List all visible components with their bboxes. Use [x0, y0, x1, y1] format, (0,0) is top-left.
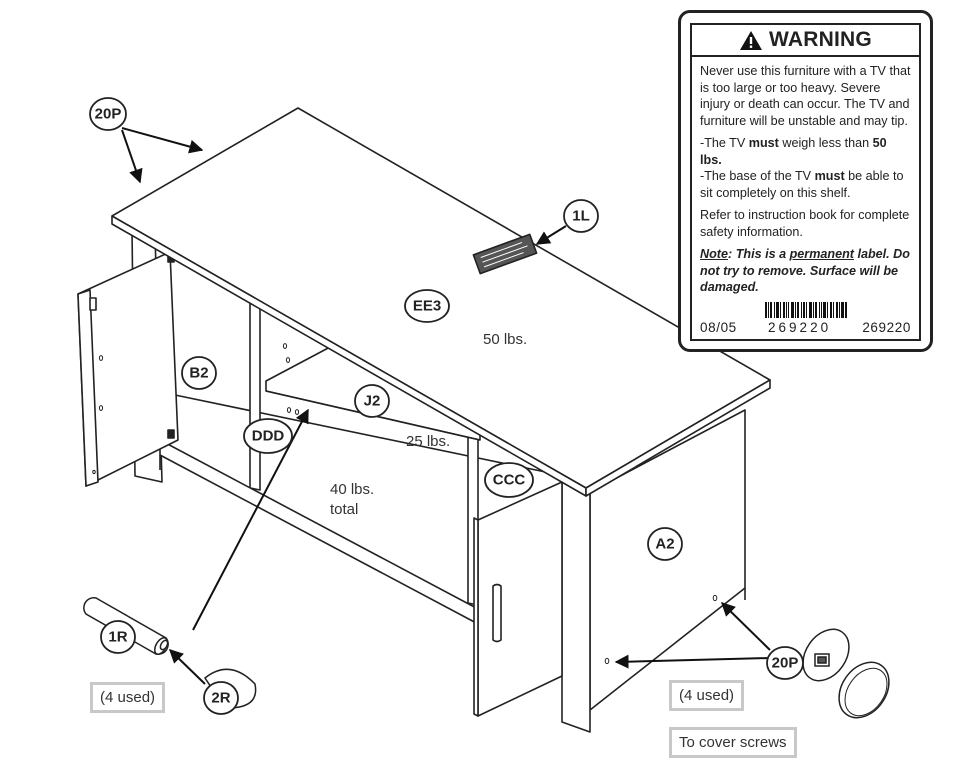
center-divider [249, 295, 261, 491]
warning-triangle-icon [740, 30, 763, 50]
warning-line1-weight: 50 lbs. [700, 136, 887, 167]
top-panel-side-edge [585, 379, 771, 497]
weight-shelf: 25 lbs. [406, 433, 450, 450]
warning-paragraph-2: -The TV must weigh less than 50 lbs. -Th… [700, 135, 911, 201]
label-ccc: CCC [493, 472, 526, 489]
callout-20p-top-shape [89, 97, 127, 131]
weight-limits: 50 lbs. 25 lbs. 40 lbs. total [330, 331, 527, 518]
bottom-board [159, 439, 481, 626]
weight-total-line2: total [330, 501, 358, 518]
callout-ee3-shape [404, 289, 450, 323]
arrow-dowel-line [192, 408, 309, 631]
note-cover-screws: To cover screws [669, 727, 797, 758]
arrow-20p-top-a [121, 127, 204, 154]
tv-stand-illustration [77, 107, 771, 733]
part-callouts [89, 97, 804, 715]
arrows [121, 127, 771, 685]
warning-codes: 08/05 269220 269220 [692, 320, 919, 335]
warning-code-date: 08/05 [700, 319, 737, 335]
warning-title: WARNING [769, 28, 872, 51]
label-20p-top: 20P [95, 106, 122, 123]
warning-line1-mid: weigh less than [778, 136, 873, 150]
warning-label-inner: WARNING Never use this furniture with a … [690, 23, 921, 341]
callout-1l-shape [563, 199, 599, 233]
callout-ccc-shape [484, 462, 534, 498]
left-door-edge [77, 289, 99, 487]
callout-a2-shape [647, 527, 683, 561]
arrow-20p-bottom-b [720, 602, 771, 651]
warning-line2-pre: -The base of the TV [700, 169, 815, 183]
label-1l: 1L [572, 208, 590, 225]
right-door-edge [473, 517, 479, 717]
warning-body: Never use this furniture with a TV that … [692, 57, 919, 296]
label-2r: 2R [211, 690, 230, 707]
arrow-2r [168, 649, 206, 685]
arrow-20p-top-b [121, 129, 143, 184]
arrow-20p-bottom-a [614, 654, 771, 669]
weight-top: 50 lbs. [483, 331, 527, 348]
callout-1r-shape [100, 620, 136, 654]
note-4-used-right: (4 used) [669, 680, 745, 711]
warning-code-end: 269220 [862, 319, 911, 335]
label-20p-bottom: 20P [772, 655, 799, 672]
warning-note: Note: This is a permanent label. Do not … [700, 246, 911, 296]
warning-line1-pre: -The TV [700, 136, 749, 150]
warning-note-b: label. Do not try to remove. Surface wil… [700, 247, 910, 294]
label-ddd: DDD [252, 428, 285, 445]
warning-line1-must: must [748, 136, 779, 150]
warning-note-permanent: permanent [789, 247, 854, 261]
right-end-panel-edge [561, 481, 591, 733]
warning-note-a: : This is a [728, 247, 790, 261]
warning-line2-must: must [814, 169, 845, 183]
warning-label-card: WARNING Never use this furniture with a … [678, 10, 933, 352]
barcode-icon [764, 301, 847, 318]
door-handle [492, 583, 502, 643]
callout-2r-shape [203, 681, 239, 715]
arrow-1l [535, 225, 567, 245]
warning-code-mid: 269220 [768, 319, 832, 335]
label-j2: J2 [364, 393, 381, 410]
weight-total-line1: 40 lbs. [330, 481, 374, 498]
label-b2: B2 [189, 365, 208, 382]
warning-label-on-top [472, 233, 538, 275]
warning-note-label: Note [700, 247, 728, 261]
screw-cover-caps [802, 628, 890, 719]
callout-ddd-shape [243, 418, 293, 454]
label-ee3: EE3 [413, 298, 441, 315]
callout-j2-shape [354, 384, 390, 418]
warning-paragraph-1: Never use this furniture with a TV that … [700, 64, 911, 128]
warning-paragraph-3: Refer to instruction book for complete s… [700, 208, 910, 239]
warning-header: WARNING [692, 25, 919, 57]
callout-b2-shape [181, 356, 217, 390]
note-4-used-left: (4 used) [90, 682, 166, 713]
label-a2: A2 [655, 536, 674, 553]
part-callout-text: 20P 1L EE3 B2 J2 DDD CCC A2 1R 2R 20P [95, 106, 799, 707]
label-1r: 1R [108, 629, 127, 646]
warning-line2-post: be able to sit completely on this shelf. [700, 169, 904, 200]
right-door-ccc [477, 481, 563, 717]
callout-20p-bottom-shape [766, 646, 804, 680]
